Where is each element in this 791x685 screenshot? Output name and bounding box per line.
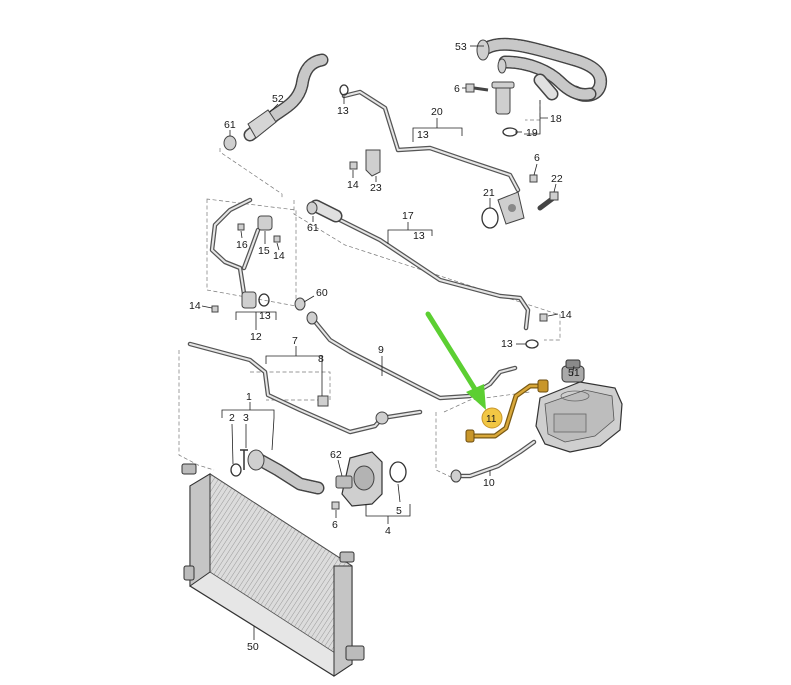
hose-assembly-53[interactable] [476,37,608,102]
clamp-60[interactable] [294,297,306,311]
label-62: 62 [330,449,342,461]
bracket-8[interactable] [317,395,329,407]
hose-52[interactable] [243,53,329,142]
green-arrow-indicator [425,311,486,410]
label-17: 17 [402,210,414,222]
label-3: 3 [243,412,249,424]
bracket-23[interactable] [365,149,381,177]
label-5: 5 [396,505,402,517]
label-13: 13 [417,129,429,141]
o-ring-2[interactable] [230,463,242,477]
bolt-6-bottom[interactable] [331,501,340,510]
label-11-highlighted: 11 [486,414,497,425]
label-6: 6 [332,519,338,531]
label-6: 6 [454,83,460,95]
label-14: 14 [273,250,285,262]
part-number-labels: 53 6 18 19 20 13 52 61 13 14 23 6 21 22 … [189,41,580,653]
sensor-22[interactable] [537,191,559,211]
label-60: 60 [316,287,328,299]
o-ring-19[interactable] [502,127,518,137]
label-10: 10 [483,477,495,489]
label-53: 53 [455,41,467,53]
bolt-14-right[interactable] [539,313,548,322]
pipe-10[interactable] [450,439,537,483]
connector-18[interactable] [491,81,515,115]
pipe-17[interactable] [309,199,531,331]
label-14: 14 [347,179,359,191]
label-22: 22 [551,173,563,185]
label-7: 7 [292,335,298,347]
leader-lines [201,45,575,640]
clamp-61-upper[interactable] [223,135,237,151]
label-52: 52 [272,93,284,105]
label-14: 14 [560,309,572,321]
expansion-tank-51[interactable] [535,359,623,453]
label-23: 23 [370,182,382,194]
label-13: 13 [413,230,425,242]
label-13: 13 [501,338,513,350]
label-13: 13 [337,105,349,117]
fitting-15[interactable] [257,215,273,231]
bolt-14-upper[interactable] [349,161,358,170]
pipe-9[interactable] [306,311,518,401]
label-6: 6 [534,152,540,164]
label-19: 19 [526,127,538,139]
label-13: 13 [259,310,271,322]
bolt-6-top[interactable] [465,83,489,93]
flange-21[interactable] [497,191,525,225]
bolt-16[interactable] [237,223,245,231]
label-61: 61 [224,119,236,131]
radiator-50[interactable] [181,463,365,677]
pipe-7[interactable] [187,341,423,435]
o-ring-13-mid[interactable] [258,293,270,307]
label-51: 51 [568,367,580,379]
hose-1[interactable] [247,449,325,495]
thermostat-housing-62[interactable] [335,451,383,507]
clamp-61-lower[interactable] [306,201,318,215]
label-9: 9 [378,344,384,356]
label-12: 12 [250,331,262,343]
label-4: 4 [385,525,391,537]
label-1: 1 [246,391,252,403]
o-ring-21[interactable] [481,207,499,229]
clip-3[interactable] [240,449,248,470]
gasket-5[interactable] [389,461,407,483]
label-8: 8 [318,353,324,365]
o-ring-13-right[interactable] [525,339,539,349]
label-61: 61 [307,222,319,234]
label-16: 16 [236,239,248,251]
callout-11[interactable] [481,407,503,429]
bolt-6-mid[interactable] [529,174,538,183]
bolt-14-left[interactable] [211,305,219,313]
label-2: 2 [229,412,235,424]
bolt-14-mid[interactable] [273,235,281,243]
label-15: 15 [258,245,270,257]
pipe-11-highlighted[interactable] [465,379,549,443]
pipe-20[interactable] [341,89,521,193]
label-14: 14 [189,300,201,312]
label-20: 20 [431,106,443,118]
label-18: 18 [550,113,562,125]
label-50: 50 [247,641,259,653]
label-21: 21 [483,187,495,199]
pipe-12[interactable] [209,197,261,309]
o-ring-13-top[interactable] [339,84,349,96]
